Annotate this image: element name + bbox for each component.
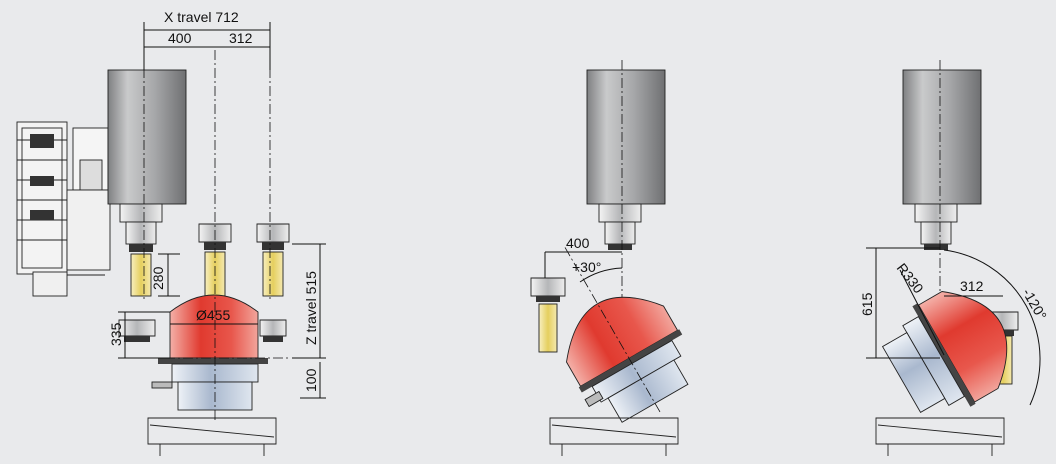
mid-400-label: 400 <box>566 235 590 251</box>
dim-280: 280 <box>150 266 166 290</box>
spindle-head-mid <box>586 69 666 205</box>
x-left-label: 400 <box>168 30 192 46</box>
dim-335: 335 <box>108 322 124 346</box>
tool-holder <box>118 223 290 342</box>
spindle-head <box>107 69 187 205</box>
x-travel-label: X travel 712 <box>164 9 239 25</box>
x-right-label: 312 <box>229 30 253 46</box>
side-motor-assembly <box>16 121 111 297</box>
machine-base-left <box>147 417 277 456</box>
diameter-label: Ø455 <box>196 307 230 323</box>
right-view: 615 R330 312 -120° <box>859 60 1050 456</box>
middle-view: 400 +30° <box>530 60 689 456</box>
z-travel-label: Z travel 515 <box>303 271 319 345</box>
right-312-label: 312 <box>960 278 984 294</box>
mid-angle-label: +30° <box>572 259 601 275</box>
dim-100: 100 <box>303 368 319 392</box>
spindle-head-right <box>902 69 982 205</box>
right-angle-label: -120° <box>1019 286 1050 323</box>
left-view: X travel 712 400 312 280 335 Ø455 Z trav… <box>16 9 326 456</box>
right-r330-label: R330 <box>894 260 927 296</box>
right-615-label: 615 <box>859 292 875 316</box>
